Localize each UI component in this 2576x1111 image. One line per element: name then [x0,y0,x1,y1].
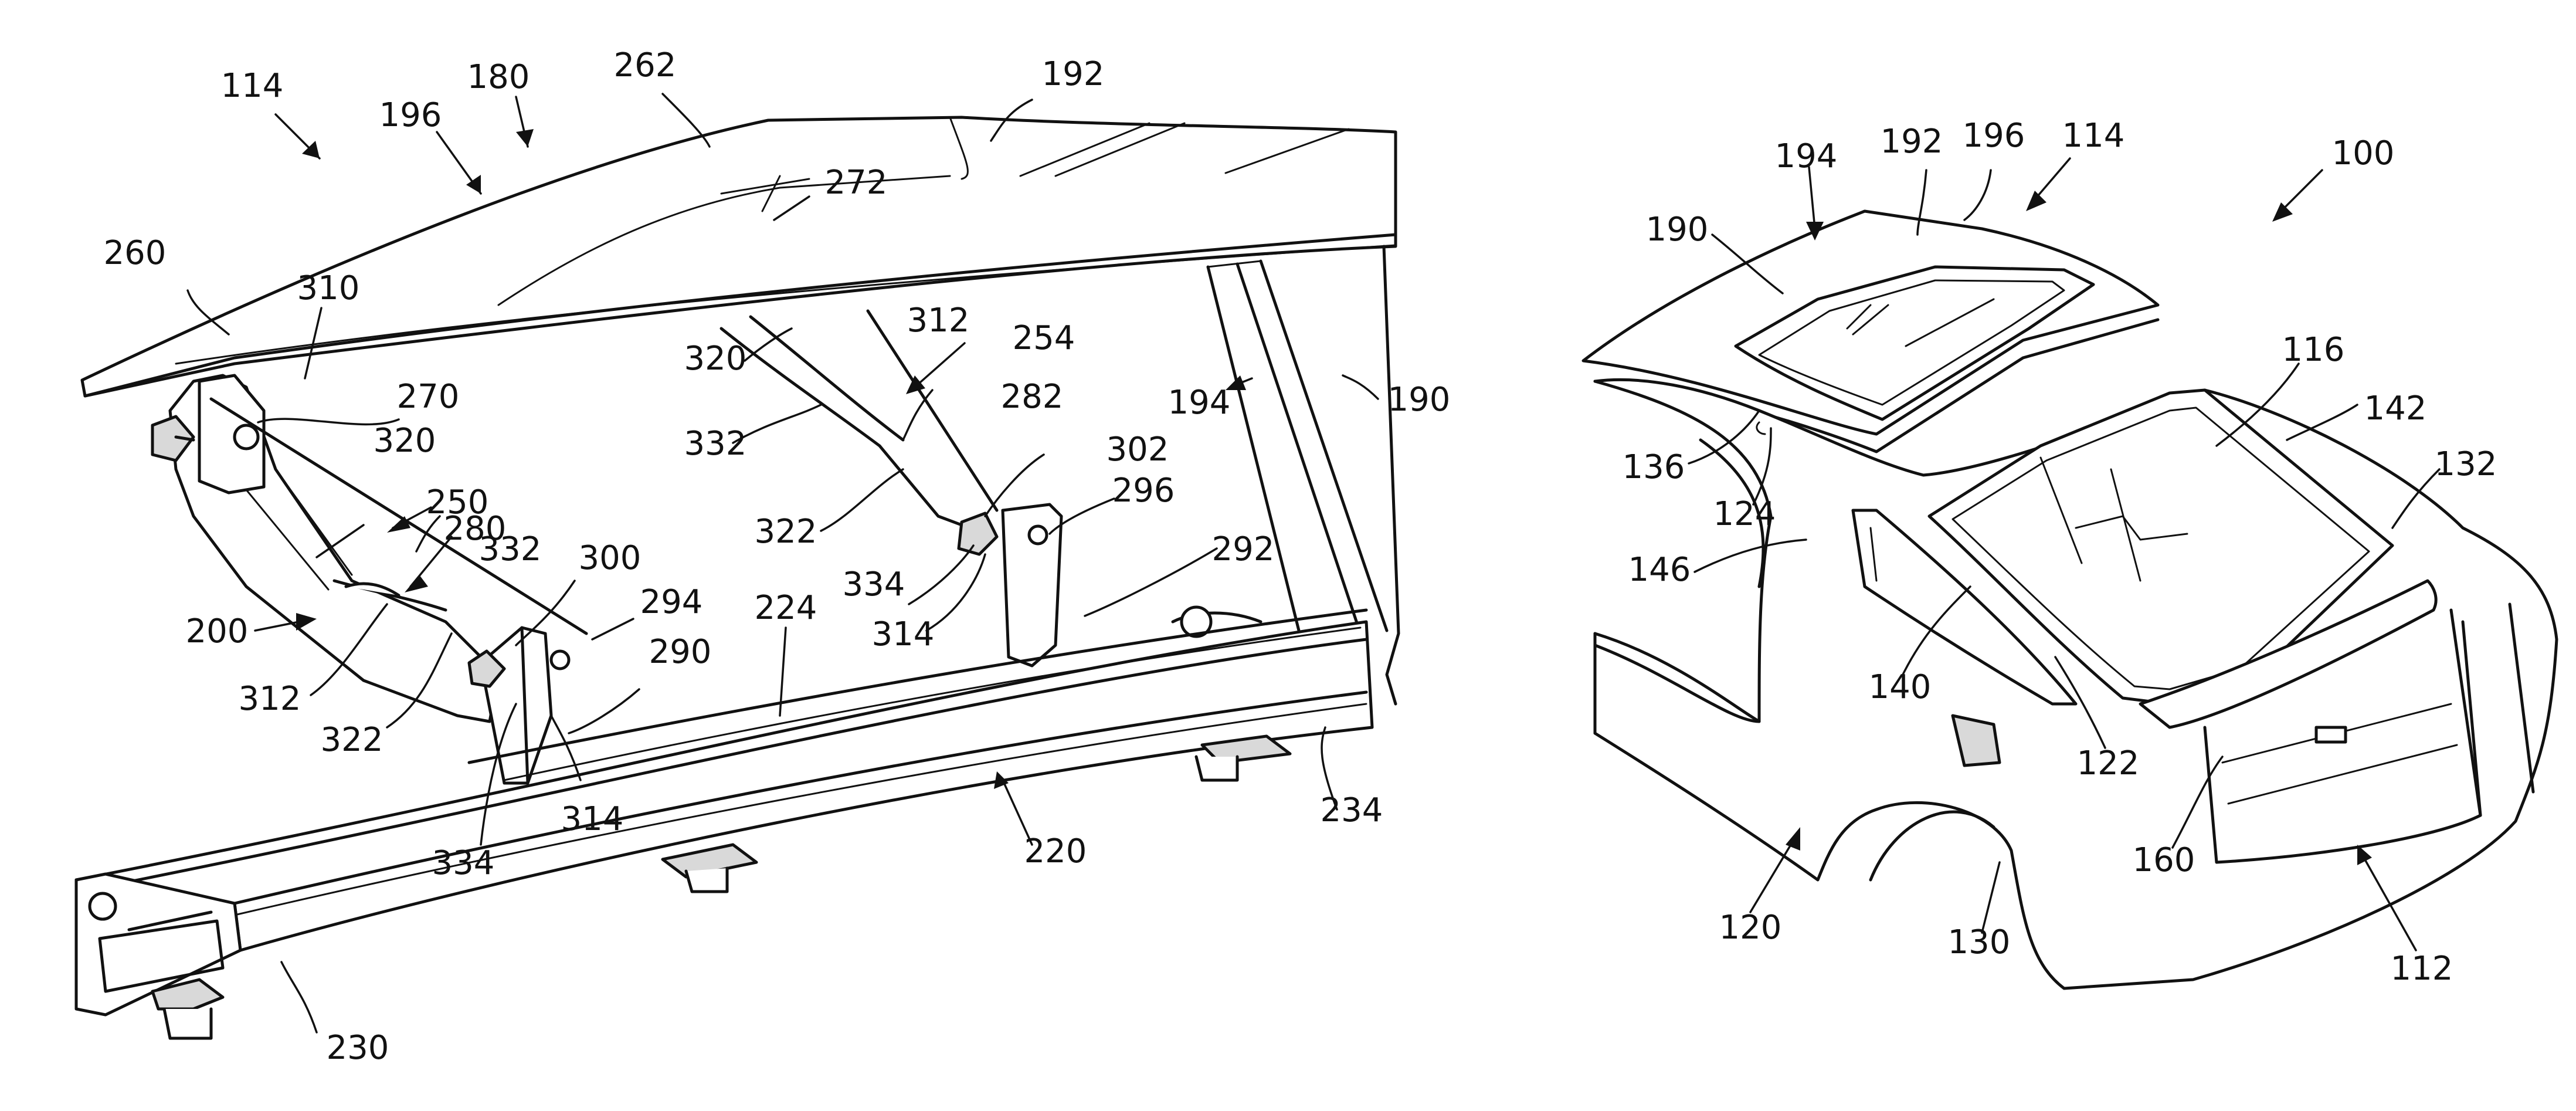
label-120: 120 [1719,909,1782,947]
label-302: 302 [1107,431,1169,469]
label-254: 254 [1013,319,1075,357]
label-282: 282 [1001,378,1064,416]
label-230: 230 [327,1029,389,1067]
label-180: 180 [467,58,530,96]
label-322-left: 322 [321,721,383,759]
label-194-left: 194 [1168,384,1231,422]
label-122: 122 [2077,744,2140,783]
label-132: 132 [2435,445,2497,483]
label-196-right: 196 [1963,117,2025,155]
label-190-left: 190 [1388,381,1451,419]
label-192-right: 192 [1881,123,1943,161]
label-190-right: 190 [1646,211,1709,249]
label-320-left: 320 [374,422,436,460]
label-194-right: 194 [1775,137,1838,175]
label-290: 290 [649,633,712,671]
label-312-right-hinge: 312 [907,302,970,340]
label-334-left: 334 [432,844,495,882]
label-332-right-hinge: 332 [684,425,747,463]
label-300: 300 [579,539,642,577]
label-100: 100 [2332,134,2395,172]
label-312-left: 312 [239,680,301,718]
label-270: 270 [397,378,460,416]
label-260: 260 [104,234,167,272]
label-310: 310 [297,269,360,307]
label-142: 142 [2364,389,2427,428]
label-234: 234 [1321,791,1383,829]
label-130: 130 [1948,923,2011,961]
label-262: 262 [614,46,677,84]
label-320-right-hinge: 320 [684,340,747,378]
label-322-right-hinge: 322 [755,513,817,551]
label-114-right: 114 [2062,117,2125,155]
label-334-right-hinge: 334 [843,565,905,604]
label-332-left: 332 [479,530,542,568]
label-292: 292 [1212,530,1275,568]
label-272: 272 [825,164,888,202]
label-124: 124 [1713,495,1776,533]
label-200: 200 [186,612,249,651]
label-296: 296 [1112,472,1175,510]
label-116: 116 [2282,331,2345,369]
label-140: 140 [1869,668,1932,706]
label-224: 224 [755,589,817,627]
label-314-left: 314 [561,800,624,838]
label-136: 136 [1623,448,1685,486]
label-192-left: 192 [1042,55,1105,93]
right-view [1583,211,2557,988]
label-160: 160 [2133,841,2195,879]
label-220: 220 [1024,832,1087,870]
label-146: 146 [1628,551,1691,589]
label-112: 112 [2391,950,2453,988]
label-114-left: 114 [221,67,284,105]
label-314-right-hinge: 314 [872,615,935,653]
rail-220 [76,610,1372,1038]
left-view [76,117,1399,1038]
label-196-left: 196 [379,96,442,134]
label-294: 294 [640,583,703,621]
